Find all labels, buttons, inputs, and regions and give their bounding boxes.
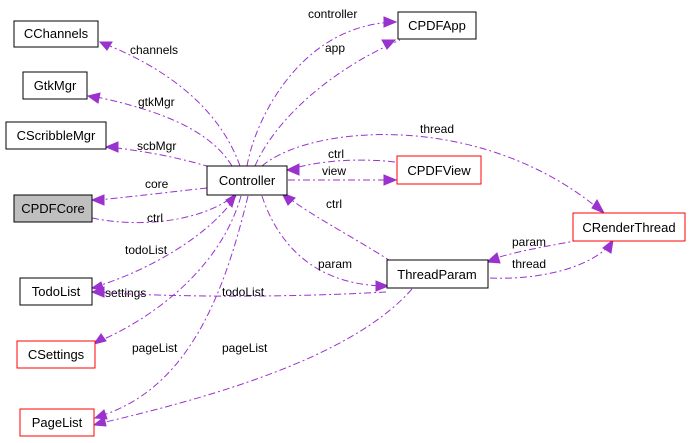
edge-label-todolist-left: todoList bbox=[125, 243, 168, 257]
node-label-cpdfview: CPDFView bbox=[407, 163, 471, 178]
edge-settings: settings bbox=[92, 195, 242, 345]
node-threadparam[interactable]: ThreadParam bbox=[386, 259, 489, 289]
edge-thread-to-crenderthread: thread bbox=[261, 122, 606, 215]
node-label-controller: Controller bbox=[219, 173, 276, 188]
edge-label-param-render: param bbox=[512, 235, 546, 249]
edge-ctrl-core: ctrl bbox=[91, 192, 237, 225]
node-label-pagelist: PageList bbox=[32, 415, 83, 430]
node-cscribblemgr[interactable]: CScribbleMgr bbox=[5, 121, 107, 150]
node-cpdfview[interactable]: CPDFView bbox=[396, 155, 482, 185]
edge-label-core: core bbox=[145, 177, 169, 191]
node-label-threadparam: ThreadParam bbox=[397, 267, 476, 282]
node-controller[interactable]: Controller bbox=[206, 165, 288, 196]
node-crenderthread[interactable]: CRenderThread bbox=[572, 212, 686, 242]
edge-label-settings: settings bbox=[105, 286, 146, 300]
edge-core: core bbox=[90, 177, 208, 206]
node-label-cpdfcore: CPDFCore bbox=[21, 201, 85, 216]
edge-todolist-mid: todoList bbox=[90, 285, 387, 299]
edge-param-crenderthread: param bbox=[485, 235, 581, 264]
edge-label-pagelist-left: pageList bbox=[132, 341, 178, 355]
edge-label-controller: controller bbox=[308, 7, 357, 21]
edge-ctrl-cpdfview: ctrl bbox=[285, 147, 396, 176]
node-todolist[interactable]: TodoList bbox=[19, 277, 93, 306]
node-label-crenderthread: CRenderThread bbox=[582, 220, 675, 235]
edge-ctrl-threadparam: ctrl bbox=[280, 192, 393, 263]
edge-app: app bbox=[254, 39, 401, 167]
node-label-todolist: TodoList bbox=[32, 284, 81, 299]
edge-todolist-left: todoList bbox=[90, 195, 237, 292]
node-cchannels[interactable]: CChannels bbox=[13, 20, 99, 48]
edge-label-todolist-mid: todoList bbox=[222, 285, 265, 299]
edge-label-ctrl-view: ctrl bbox=[328, 147, 344, 161]
edge-thread-threadparam: thread bbox=[489, 238, 614, 279]
edge-param: param bbox=[261, 195, 390, 292]
edge-label-app: app bbox=[325, 41, 345, 55]
node-csettings[interactable]: CSettings bbox=[16, 340, 96, 369]
edge-pagelist-left: pageList bbox=[93, 195, 249, 420]
edge-label-param: param bbox=[318, 257, 352, 271]
edge-scbmgr: scbMgr bbox=[104, 139, 211, 168]
edge-label-ctrl-param: ctrl bbox=[326, 197, 342, 211]
edge-label-channels: channels bbox=[130, 43, 178, 57]
edge-gtkmgr: gtkMgr bbox=[86, 92, 233, 167]
edge-label-ctrl-core: ctrl bbox=[147, 211, 163, 225]
edge-label-gtkmgr: gtkMgr bbox=[138, 95, 175, 109]
node-label-cchannels: CChannels bbox=[24, 26, 89, 41]
node-cpdfapp[interactable]: CPDFApp bbox=[397, 11, 477, 40]
edge-channels: channels bbox=[98, 41, 241, 167]
node-cpdfcore[interactable]: CPDFCore bbox=[13, 194, 93, 223]
node-label-gtkmgr: GtkMgr bbox=[34, 78, 77, 93]
edge-controller-cpdfapp: controller bbox=[246, 7, 398, 167]
node-gtkmgr[interactable]: GtkMgr bbox=[22, 71, 88, 100]
edge-label-thread-render: thread bbox=[420, 122, 454, 136]
node-label-cpdfapp: CPDFApp bbox=[408, 18, 466, 33]
edge-label-thread-param: thread bbox=[512, 257, 546, 271]
edge-view: view bbox=[288, 164, 398, 186]
node-label-csettings: CSettings bbox=[28, 347, 85, 362]
node-label-cscribblemgr: CScribbleMgr bbox=[17, 128, 96, 143]
edge-label-scbmgr: scbMgr bbox=[137, 139, 176, 153]
edge-label-pagelist-mid: pageList bbox=[222, 341, 268, 355]
node-pagelist[interactable]: PageList bbox=[19, 408, 95, 437]
edge-pagelist-mid: pageList bbox=[92, 288, 413, 427]
edge-label-view: view bbox=[322, 164, 346, 178]
